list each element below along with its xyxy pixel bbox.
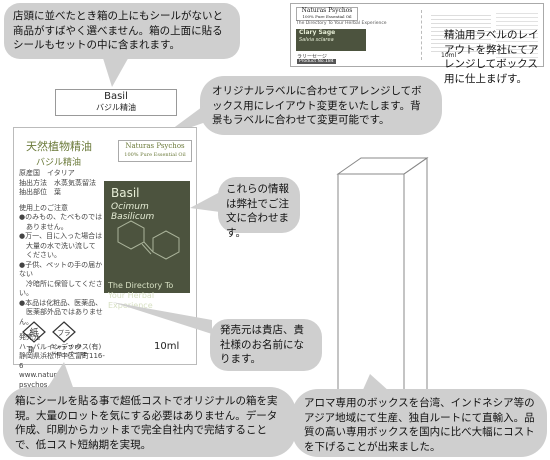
mini-green-panel: Clary Sage Salvia sclarea bbox=[296, 29, 366, 51]
bottom-right-speech-bubble: アロマ専用のボックスを台湾、インドネシア等のアジア地域にて生産、独自ルートにて直… bbox=[292, 389, 547, 457]
caution-line: ●子供、ペットの手の届かない bbox=[19, 260, 103, 279]
plastic-recycle-label: キャップ PP ドロッパー PE bbox=[51, 345, 88, 358]
bottom-left-bubble-tail bbox=[46, 362, 74, 390]
main-brand: Naturas Psychos bbox=[125, 142, 185, 150]
main-label: 天然植物精油 バジル精油 Naturas Psychos 100% Pure E… bbox=[13, 127, 197, 389]
caution-line: ください。 bbox=[19, 251, 61, 259]
info-speech-bubble: これらの情報は弊社でご注文に合わせます。 bbox=[218, 177, 300, 239]
info-line: 抽出部位 葉 bbox=[19, 188, 61, 196]
main-info: 原産国 イタリア 抽出方法 水蒸気蒸留法 抽出部位 葉 使用上のご注意 ●のみも… bbox=[19, 169, 105, 390]
main-latin: Ocimum Basilicum bbox=[111, 202, 155, 222]
plastic-recycle-icon: プラ bbox=[52, 321, 76, 343]
bottom-right-bubble-text: アロマ専用のボックスを台湾、インドネシア等のアジア地域にて生産、独自ルートにて直… bbox=[304, 397, 535, 453]
mini-tagline: The Directory To Your Herbal Experience bbox=[296, 21, 387, 26]
caution-line: ●万一、目に入った場合は bbox=[19, 232, 103, 240]
mini-latin: Salvia sclarea bbox=[299, 37, 334, 43]
caution-line: 医薬部外品ではありません。 bbox=[19, 308, 103, 326]
caution-line: 大量の水で洗い流して bbox=[19, 241, 96, 250]
seller-line: ハーバルインデックス(有) bbox=[19, 342, 102, 351]
main-title: 天然植物精油 bbox=[26, 140, 92, 153]
mini-jp: ラリーセージ bbox=[297, 54, 327, 60]
strip-jp: バジル精油 bbox=[96, 103, 136, 112]
bottom-left-speech-bubble: 箱にシールを貼る事で超低コストでオリジナルの箱を実現。大量のロットを気にする必要… bbox=[3, 387, 296, 457]
top-bubble-text: 店頭に並べたとき箱の上にもシールがないと商品がすばやく選べません。箱の上面に貼る… bbox=[13, 10, 223, 51]
caution-line: ありません。 bbox=[19, 222, 68, 231]
main-subtitle: バジル精油 bbox=[36, 158, 82, 168]
layout-speech-bubble: オリジナルラベルに合わせてアレンジしてボックス用にレイアウト変更をいたします。背… bbox=[200, 76, 442, 135]
layout-bubble-text: オリジナルラベルに合わせてアレンジしてボックス用にレイアウト変更をいたします。背… bbox=[212, 85, 422, 126]
caution-line: ●のみもの、たべものでは bbox=[19, 213, 103, 221]
caution-line: 冷暗所に保管してください。 bbox=[19, 279, 103, 298]
bottom-right-bubble-tail bbox=[362, 374, 390, 392]
mini-brand-box: Naturas Psychos 100% Pure Essential Oil bbox=[296, 7, 358, 21]
bottom-left-bubble-text: 箱にシールを貼る事で超低コストでオリジナルの箱を実現。大量のロットを気にする必要… bbox=[15, 395, 278, 451]
info-bubble-tail bbox=[190, 192, 220, 212]
paper-recycle-icon: 紙 bbox=[22, 321, 46, 343]
mini-fineprint-2 bbox=[431, 12, 491, 54]
info-bubble-text: これらの情報は弊社でご注文に合わせます。 bbox=[226, 183, 289, 239]
main-brand-sub: 100% Pure Essential Oil bbox=[124, 152, 186, 158]
paper-mark-text: 紙 bbox=[29, 327, 38, 339]
mini-product: Clary Sage bbox=[299, 29, 336, 36]
seller-bubble-text: 発売元は貴店、貴社様のお名前になります。 bbox=[220, 324, 304, 365]
mini-fineprint-3 bbox=[496, 10, 538, 60]
main-brand-box: Naturas Psychos 100% Pure Essential Oil bbox=[118, 140, 192, 162]
paper-recycle-label: 箱 bbox=[28, 347, 35, 354]
top-strip-label: Basil バジル精油 bbox=[55, 89, 177, 116]
caution-title: 使用上のご注意 bbox=[19, 203, 68, 212]
info-line: 原産国 イタリア bbox=[19, 169, 75, 177]
main-green-panel: Basil Ocimum Basilicum bbox=[104, 181, 190, 293]
seller-line: 静岡県浜松市中区富町116-6 bbox=[19, 352, 105, 370]
top-speech-bubble: 店頭に並べたとき箱の上にもシールがないと商品がすばやく選べません。箱の上面に貼る… bbox=[4, 3, 240, 59]
mini-label-sample: Naturas Psychos 100% Pure Essential Oil … bbox=[290, 3, 544, 67]
leaf-illustration bbox=[117, 220, 180, 260]
mini-fineprint-1 bbox=[421, 10, 423, 60]
mini-brand: Naturas Psychos bbox=[301, 7, 353, 14]
mini-brand-sub: 100% Pure Essential Oil bbox=[302, 14, 352, 19]
plastic-mark-text: プラ bbox=[58, 329, 71, 337]
main-volume: 10ml bbox=[154, 341, 180, 352]
seller-line: www.naturas-psychos.com bbox=[19, 371, 68, 389]
mini-code: Product No.184 bbox=[297, 59, 336, 64]
right-note: 精油用ラベルのレイアウトを弊社にてアレンジしてボックス用に仕上まげす。 bbox=[444, 29, 539, 85]
strip-name: Basil bbox=[104, 91, 128, 102]
seller-title: 発売元 bbox=[19, 333, 40, 341]
info-line: 抽出方法 水蒸気蒸留法 bbox=[19, 178, 96, 187]
main-product-name: Basil bbox=[111, 186, 140, 200]
top-bubble-tail bbox=[102, 55, 130, 87]
caution-line: ●本品は化粧品、医薬品、 bbox=[19, 298, 103, 307]
seller-bubble-tail bbox=[112, 302, 212, 334]
mini-volume: 10ml bbox=[441, 52, 457, 59]
seller-speech-bubble: 発売元は貴店、貴社様のお名前になります。 bbox=[210, 319, 322, 371]
